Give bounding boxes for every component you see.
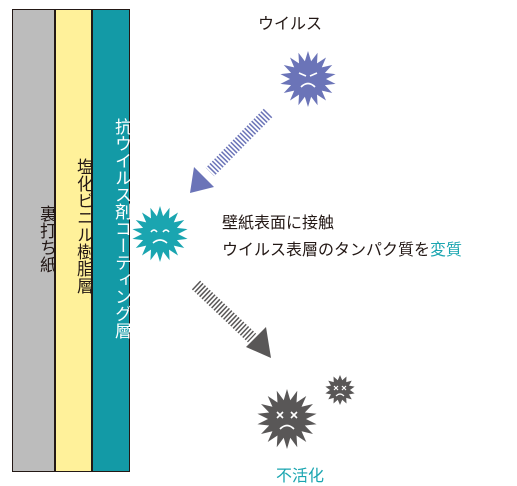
backing-paper-layer: 裏打ち紙 [12, 9, 56, 472]
antiviral-coating-label: 抗ウイルス剤コーティング層 [111, 118, 131, 339]
contact-text-line2: ウイルス表層のタンパク質を変質 [222, 236, 462, 260]
antiviral-coating-layer: 抗ウイルス剤コーティング層 [92, 9, 131, 472]
contact-text-line1: 壁紙表面に接触 [222, 213, 335, 232]
inactive-virus-small-icon [325, 375, 355, 405]
arrow-down-right-icon [191, 280, 271, 358]
contact-text-prefix: ウイルス表層のタンパク質を [222, 240, 431, 259]
backing-paper-label: 裏打ち紙 [36, 205, 56, 273]
arrow-down-left-icon [190, 108, 273, 193]
virus-title: ウイルス [258, 14, 323, 33]
virus-icon [280, 51, 336, 107]
contact-virus-icon [132, 206, 188, 262]
inactive-virus-large-icon [257, 389, 317, 449]
inactivated-label: 不活化 [276, 466, 325, 485]
pvc-resin-label: 塩化ビニル樹脂層 [73, 158, 93, 294]
pvc-resin-layer: 塩化ビニル樹脂層 [55, 9, 93, 472]
denature-accent-text: 変質 [430, 240, 463, 259]
